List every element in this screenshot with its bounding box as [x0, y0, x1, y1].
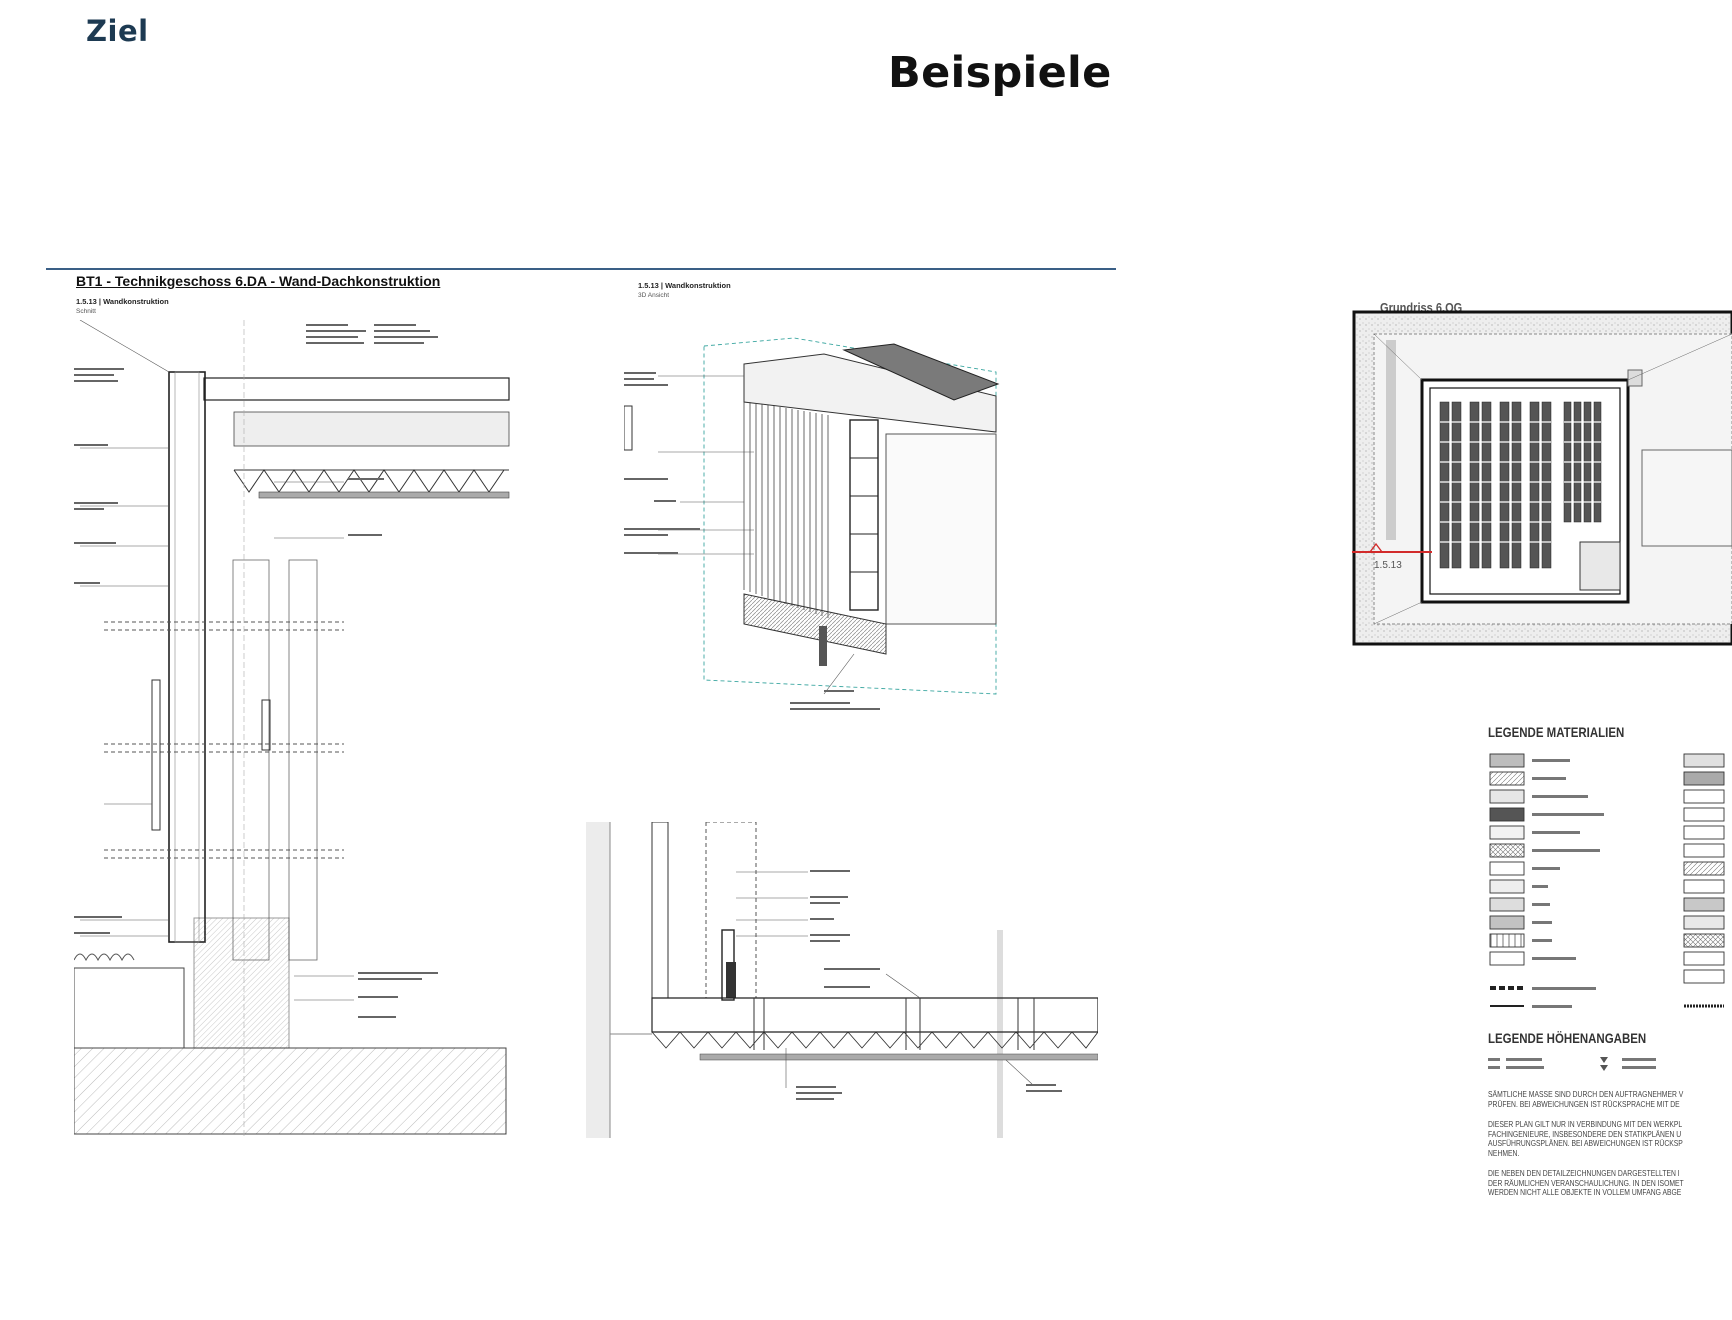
legend-note-line: NEHMEN.	[1488, 1147, 1520, 1158]
legend-heights-title: LEGENDE HÖHENANGABEN	[1488, 1030, 1647, 1046]
sheet-header-rule	[46, 268, 1116, 270]
legend-note-line: PRÜFEN. BEI ABWEICHUNGEN IST RÜCKSPRACHE…	[1488, 1098, 1680, 1109]
section-view-caption: Schnitt	[76, 308, 96, 315]
sheet-title: BT1 - Technikgeschoss 6.DA - Wand-Dachko…	[76, 273, 441, 289]
heights-legend	[1488, 1057, 1656, 1071]
iso-view-caption: 3D Ansicht	[638, 292, 670, 299]
legend-note-line: AUSFÜHRUNGSPLÄNEN. BEI ABWEICHUNGEN IST …	[1488, 1138, 1683, 1148]
legend-note-line: DER RÄUMLICHEN VERANSCHAULICHUNG. IN DEN…	[1488, 1177, 1684, 1188]
legend-note-line: SÄMTLICHE MASSE SIND DURCH DEN AUFTRAGNE…	[1488, 1090, 1684, 1099]
legend-notes: SÄMTLICHE MASSE SIND DURCH DEN AUFTRAGNE…	[1488, 1090, 1732, 1198]
plan-section-marker: 1.5.13	[1374, 560, 1402, 571]
section-view-heading: 1.5.13 | Wandkonstruktion	[76, 297, 169, 306]
legend-note-line: WERDEN NICHT ALLE OBJEKTE IN VOLLEM UMFA…	[1488, 1187, 1682, 1197]
legend-materials-title: LEGENDE MATERIALIEN	[1488, 724, 1625, 740]
floor-plan-drawing: 1.5.13	[1352, 310, 1732, 646]
page-title: Beispiele	[888, 48, 1112, 98]
materials-legend	[1489, 753, 1725, 1008]
legend-note-line: FACHINGENIEURE, INSBESONDERE DEN STATIKP…	[1488, 1128, 1682, 1139]
wall-section-drawing	[74, 320, 510, 1138]
wall-detail-drawing	[586, 822, 1098, 1138]
iso-view-heading: 1.5.13 | Wandkonstruktion	[638, 281, 731, 290]
wall-iso-drawing	[624, 337, 1000, 710]
legend-note-line: DIE NEBEN DEN DETAILZEICHNUNGEN DARGESTE…	[1488, 1168, 1680, 1178]
legend-note-line: DIESER PLAN GILT NUR IN VERBINDUNG MIT D…	[1488, 1119, 1683, 1129]
page-label: Ziel	[86, 14, 149, 48]
